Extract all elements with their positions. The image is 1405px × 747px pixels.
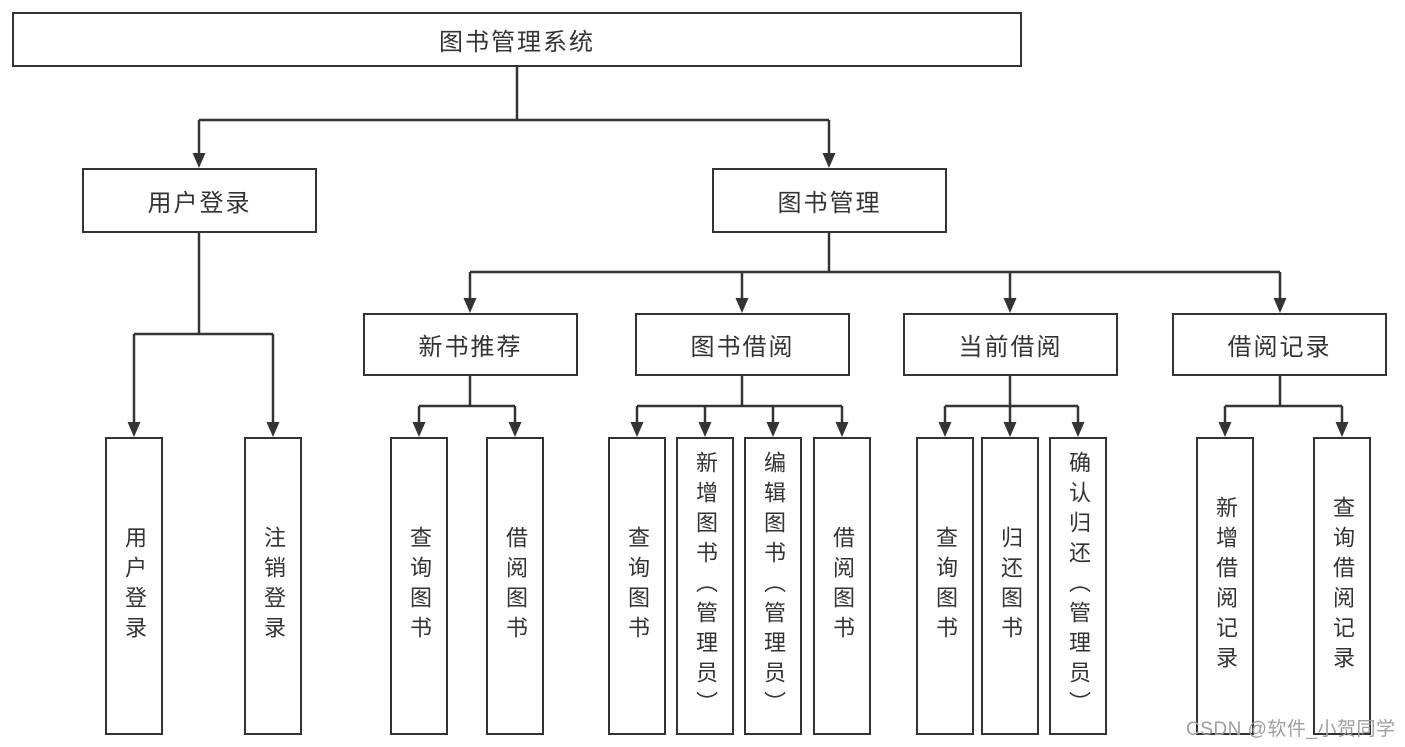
node-leaf-query-books-current: 查询图书 <box>916 437 974 735</box>
node-user-login: 用户登录 <box>82 168 317 233</box>
node-leaf-borrow-books: 借阅图书 <box>813 437 871 735</box>
node-borrow-records: 借阅记录 <box>1172 313 1387 376</box>
node-book-borrow-label: 图书借阅 <box>690 334 795 361</box>
node-leaf-add-borrow-record: 新增借阅记录 <box>1196 437 1254 735</box>
node-leaf-user-login: 用户登录 <box>105 437 163 735</box>
node-leaf-borrow-books-recommend: 借阅图书 <box>486 437 544 735</box>
node-root-system-label: 图书管理系统 <box>439 29 595 56</box>
node-current-borrow: 当前借阅 <box>903 313 1118 376</box>
node-book-management: 图书管理 <box>712 168 947 233</box>
csdn-watermark: CSDN @软件_小贺同学 <box>1186 719 1396 740</box>
node-book-management-label: 图书管理 <box>777 190 882 217</box>
node-book-borrow: 图书借阅 <box>635 313 850 376</box>
node-root-system: 图书管理系统 <box>12 12 1022 67</box>
node-leaf-add-books-admin: 新增图书（管理员） <box>676 437 734 735</box>
node-leaf-return-books: 归还图书 <box>981 437 1039 735</box>
node-new-book-recommend-label: 新书推荐 <box>418 334 523 361</box>
node-leaf-query-books-borrow: 查询图书 <box>608 437 666 735</box>
node-leaf-confirm-return-admin: 确认归还（管理员） <box>1049 437 1107 735</box>
node-new-book-recommend: 新书推荐 <box>363 313 578 376</box>
node-current-borrow-label: 当前借阅 <box>958 334 1063 361</box>
node-leaf-edit-books-admin: 编辑图书（管理员） <box>744 437 802 735</box>
node-user-login-label: 用户登录 <box>147 190 252 217</box>
node-leaf-query-books-recommend: 查询图书 <box>390 437 448 735</box>
node-leaf-query-borrow-record: 查询借阅记录 <box>1313 437 1371 735</box>
node-leaf-logout: 注销登录 <box>244 437 302 735</box>
node-borrow-records-label: 借阅记录 <box>1227 334 1332 361</box>
